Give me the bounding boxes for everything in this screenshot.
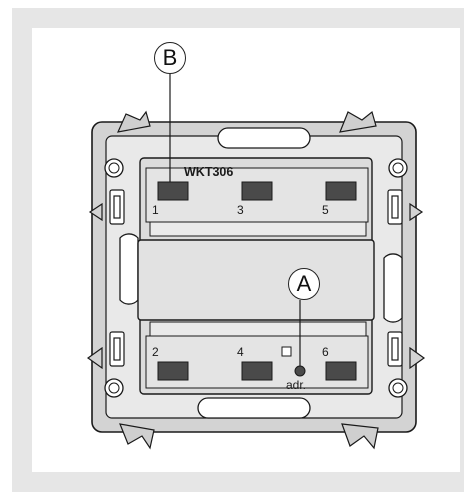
button-1 xyxy=(157,181,189,201)
callout-a: A xyxy=(288,268,320,300)
button-5 xyxy=(325,181,357,201)
button-number-2: 2 xyxy=(152,345,159,359)
model-label: WKT306 xyxy=(184,165,234,179)
side-latches xyxy=(86,189,426,370)
clip-top-left xyxy=(116,110,151,133)
slot-bottom xyxy=(197,397,311,419)
button-number-3: 3 xyxy=(237,203,244,217)
button-number-5: 5 xyxy=(322,203,329,217)
clip-bottom-left xyxy=(119,423,155,450)
center-plate xyxy=(137,239,375,321)
status-led xyxy=(281,346,292,357)
slot-right xyxy=(383,253,403,323)
button-6 xyxy=(325,361,357,381)
address-button xyxy=(294,365,306,377)
button-4 xyxy=(241,361,273,381)
screw-holes xyxy=(104,158,408,398)
slot-left xyxy=(119,233,139,305)
button-number-6: 6 xyxy=(322,345,329,359)
button-2 xyxy=(157,361,189,381)
clip-top-right xyxy=(339,110,377,133)
clip-bottom-right xyxy=(341,423,379,450)
address-label: adr. xyxy=(286,378,307,392)
buttons xyxy=(157,181,357,381)
callout-b: B xyxy=(154,42,186,74)
button-number-1: 1 xyxy=(152,203,159,217)
button-number-4: 4 xyxy=(237,345,244,359)
button-3 xyxy=(241,181,273,201)
slot-top xyxy=(217,127,311,149)
